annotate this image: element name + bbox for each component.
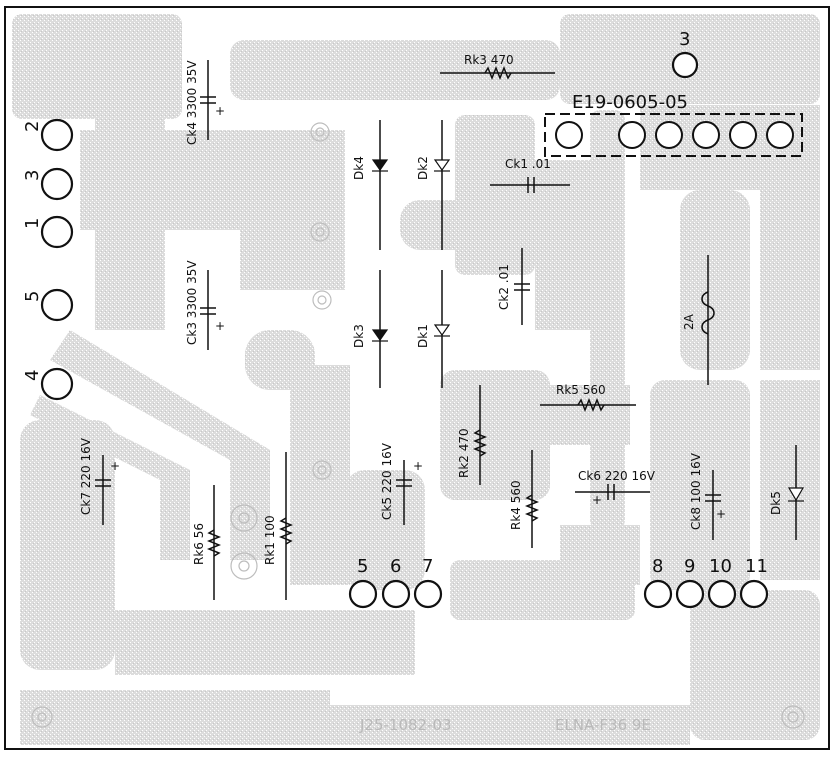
pad-label-b7: 7 bbox=[422, 556, 433, 577]
ck1-label: Ck1 .01 bbox=[505, 157, 551, 171]
dk3-label: Dk3 bbox=[352, 324, 366, 348]
rk3-label: Rk3 470 bbox=[464, 53, 514, 67]
pad-label-b11: 11 bbox=[745, 556, 768, 577]
via-holes bbox=[31, 122, 805, 729]
rk6-label: Rk6 56 bbox=[192, 523, 206, 565]
ck6-label: Ck6 220 16V bbox=[578, 469, 656, 483]
dk5-label: Dk5 bbox=[769, 491, 783, 515]
rk4-label: Rk4 560 bbox=[509, 480, 523, 530]
pad-label-top-right: 3 bbox=[679, 29, 690, 50]
footer-right-label: ELNA-F36 9E bbox=[555, 716, 651, 734]
plus-ck8: + bbox=[716, 507, 726, 521]
ck5-label: Ck5 220 16V bbox=[380, 442, 394, 520]
labels: E19-0605-05 3 2 3 1 5 4 5 6 7 8 9 10 11 … bbox=[22, 29, 783, 734]
dk2-label: Dk2 bbox=[416, 156, 430, 180]
pad-label-b8: 8 bbox=[652, 556, 663, 577]
ck7-label: Ck7 220 16V bbox=[79, 437, 93, 515]
pad-label-b9: 9 bbox=[684, 556, 695, 577]
rk2-label: Rk2 470 bbox=[457, 428, 471, 478]
rk1-label: Rk1 100 bbox=[263, 515, 277, 565]
pad-label-left-4: 5 bbox=[22, 291, 43, 302]
footer-left-label: J25-1082-03 bbox=[359, 716, 452, 734]
dk1-label: Dk1 bbox=[416, 324, 430, 348]
plus-ck5: + bbox=[413, 459, 423, 473]
ck2-label: Ck2 .01 bbox=[497, 264, 511, 310]
copper-traces bbox=[12, 14, 820, 745]
pads bbox=[40, 51, 769, 609]
diode-symbols bbox=[371, 159, 805, 502]
rk5-label: Rk5 560 bbox=[556, 383, 606, 397]
ck4-label: Ck4 3300 35V bbox=[185, 60, 199, 145]
pad-label-b6: 6 bbox=[390, 556, 401, 577]
pad-label-left-1: 2 bbox=[22, 121, 43, 132]
pad-label-left-2: 3 bbox=[22, 170, 43, 181]
ck3-label: Ck3 3300 35V bbox=[185, 260, 199, 345]
pad-label-left-5: 4 bbox=[22, 370, 43, 381]
connector-pins bbox=[555, 121, 794, 149]
connector-outline bbox=[544, 113, 803, 157]
plus-ck4: + bbox=[215, 104, 225, 118]
ck8-label: Ck8 100 16V bbox=[689, 452, 703, 530]
part-number-label: E19-0605-05 bbox=[572, 92, 688, 113]
fuse-label: 2A bbox=[682, 313, 696, 330]
dk4-label: Dk4 bbox=[352, 156, 366, 180]
plus-ck6: + bbox=[592, 493, 602, 507]
plus-ck7: + bbox=[110, 459, 120, 473]
pad-label-b5: 5 bbox=[357, 556, 368, 577]
component-symbols bbox=[95, 60, 797, 600]
pad-label-left-3: 1 bbox=[22, 218, 43, 229]
pad-label-b10: 10 bbox=[709, 556, 732, 577]
plus-ck3: + bbox=[215, 319, 225, 333]
